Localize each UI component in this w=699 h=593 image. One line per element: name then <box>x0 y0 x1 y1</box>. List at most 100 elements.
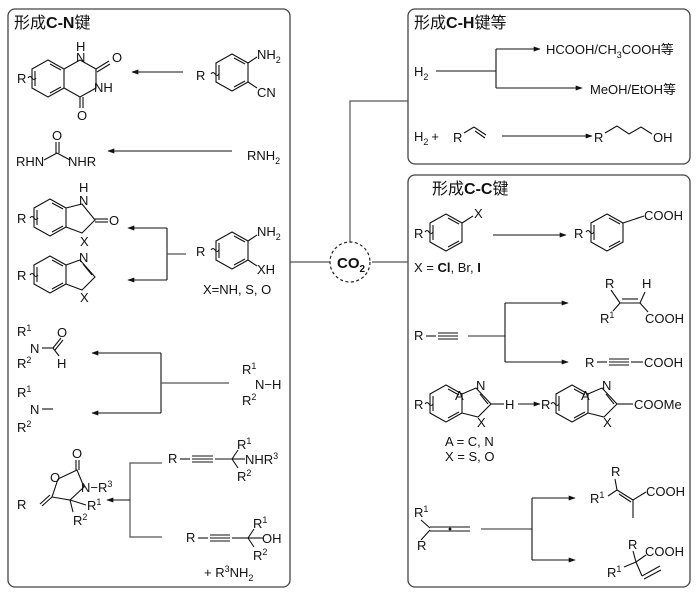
svg-text:COOH: COOH <box>644 208 683 223</box>
svg-text:OH: OH <box>262 531 282 546</box>
cc-panel-content: 形成C-C键 R X X = Cl, Br, I <box>414 180 685 580</box>
svg-text:N: N <box>30 402 39 417</box>
svg-text:NH2: NH2 <box>257 224 281 242</box>
svg-text:R: R <box>414 397 423 412</box>
svg-text:H: H <box>505 397 514 412</box>
svg-text:X: X <box>474 206 483 221</box>
svg-text:R: R <box>17 497 26 512</box>
formamide-structure: R1 N O H R2 <box>17 323 67 371</box>
svg-text:N: N <box>79 250 88 265</box>
svg-text:N: N <box>79 193 88 208</box>
svg-text:R: R <box>574 226 583 241</box>
svg-text:R1: R1 <box>590 490 604 506</box>
svg-text:R2: R2 <box>17 355 31 371</box>
svg-text:R: R <box>168 451 177 466</box>
svg-text:COOH: COOH <box>644 355 683 370</box>
svg-text:X: X <box>477 415 486 430</box>
svg-text:N: N <box>30 341 39 356</box>
svg-text:R1: R1 <box>600 310 614 326</box>
cc-reaction-1: R X X = Cl, Br, I R COOH <box>414 206 683 275</box>
methylamine-structure: R1 N R2 <box>17 384 53 435</box>
svg-text:R: R <box>453 130 462 145</box>
aminobenzonitrile-structure: R NH2 CN <box>196 47 281 100</box>
propargylamine-structure: R R1 NHR3 R2 <box>168 436 278 484</box>
cc-panel-title: 形成C-C键 <box>432 180 508 198</box>
benzazole-ester-structure: R A N X COOMe <box>541 378 682 430</box>
svg-text:CN: CN <box>257 85 276 100</box>
svg-text:R: R <box>414 226 423 241</box>
o-substituted-aniline-structure: R NH2 XH X=NH, S, O <box>196 224 281 297</box>
panel-cc-bond <box>407 174 691 588</box>
h2-label: H2 <box>414 64 428 82</box>
propiolic-acid-structure: R COOH <box>585 355 683 370</box>
panel-cn-bond <box>7 8 291 588</box>
svg-text:X: X <box>603 415 612 430</box>
r3nh2-label: + R3NH2 <box>204 564 253 583</box>
svg-text:R: R <box>605 276 614 291</box>
svg-text:NH2: NH2 <box>257 47 281 65</box>
svg-text:X: X <box>80 234 89 249</box>
svg-text:NHR3: NHR3 <box>245 451 278 467</box>
svg-text:COOH: COOH <box>646 484 685 499</box>
svg-text:R2: R2 <box>17 419 31 435</box>
svg-text:A: A <box>581 388 590 403</box>
benzimidazolone-structure: R H N O X <box>17 180 119 249</box>
svg-text:R: R <box>186 530 195 545</box>
urea-structure: O RHN NHR <box>16 128 96 169</box>
benzimidazole-structure: R N X <box>17 250 96 305</box>
svg-text:R: R <box>196 244 205 259</box>
svg-text:R1: R1 <box>87 497 101 513</box>
svg-text:COOH: COOH <box>645 544 684 559</box>
svg-text:R1: R1 <box>237 436 251 452</box>
x-note: X = S, O <box>445 449 495 464</box>
svg-text:R: R <box>17 211 26 226</box>
svg-text:O: O <box>72 446 82 461</box>
cn-reaction-5: O O N−R3 R R1 R2 R R1 NHR3 R <box>17 436 282 583</box>
svg-text:XH: XH <box>257 262 275 277</box>
svg-text:O: O <box>57 325 67 340</box>
svg-text:COOMe: COOMe <box>634 397 682 412</box>
benzoic-acid-structure: R COOH <box>574 208 683 252</box>
svg-text:N−R3: N−R3 <box>81 479 112 495</box>
svg-text:O: O <box>77 108 87 123</box>
svg-text:N: N <box>76 50 85 65</box>
svg-text:R: R <box>196 68 205 83</box>
cc-reaction-4: R1 R R R1 COOH <box>414 464 685 580</box>
branch-cn-5 <box>129 462 162 538</box>
svg-text:R: R <box>594 130 603 145</box>
svg-text:A: A <box>455 388 464 403</box>
svg-text:H: H <box>79 180 88 195</box>
acrylic-acid-structure: R H R1 COOH <box>600 276 684 326</box>
cn-reaction-2: O RHN NHR RNH2 <box>16 128 280 169</box>
svg-text:R: R <box>17 71 26 86</box>
ch-reaction-2: H2+ R R OH <box>414 125 673 147</box>
svg-text:H: H <box>57 356 66 371</box>
svg-text:R2: R2 <box>242 392 256 408</box>
co2-label: CO2 <box>337 255 366 275</box>
svg-text:R: R <box>611 464 620 479</box>
ch-reaction-1: H2 HCOOH/CH3COOH等 MeOH/EtOH等 <box>414 42 676 97</box>
x-substituent-note: X=NH, S, O <box>203 282 271 297</box>
co2-hub: CO2 <box>290 100 408 283</box>
panel-ch-bond <box>407 8 691 165</box>
cc-reaction-3: R A N X H R A N X COOMe <box>414 378 682 464</box>
svg-text:H: H <box>642 276 651 291</box>
tetrasubstituted-acid-structure: R R1 COOH <box>590 464 685 518</box>
halide-note: X = Cl, Br, I <box>414 260 481 275</box>
cc-reaction-2: R R H R1 COOH R <box>414 276 684 370</box>
svg-text:R2: R2 <box>237 468 251 484</box>
svg-text:N: N <box>476 378 485 393</box>
svg-text:O: O <box>109 213 119 228</box>
cn-panel-content: 形成C-N键 R H N O NH O <box>14 14 282 583</box>
svg-text:NHR: NHR <box>68 154 96 169</box>
svg-text:R2: R2 <box>73 512 87 528</box>
svg-text:R: R <box>17 268 26 283</box>
benzazole-reactant-structure: R A N X H <box>414 378 514 430</box>
svg-text:R1: R1 <box>17 323 31 339</box>
svg-text:N−H: N−H <box>255 377 281 392</box>
svg-text:OH: OH <box>653 130 673 145</box>
a-note: A = C, N <box>445 434 494 449</box>
svg-text:R1: R1 <box>253 515 267 531</box>
cn-reaction-4: R1 N O H R2 R1 N R2 R1 N−H <box>17 323 281 435</box>
svg-text:R: R <box>628 537 637 552</box>
